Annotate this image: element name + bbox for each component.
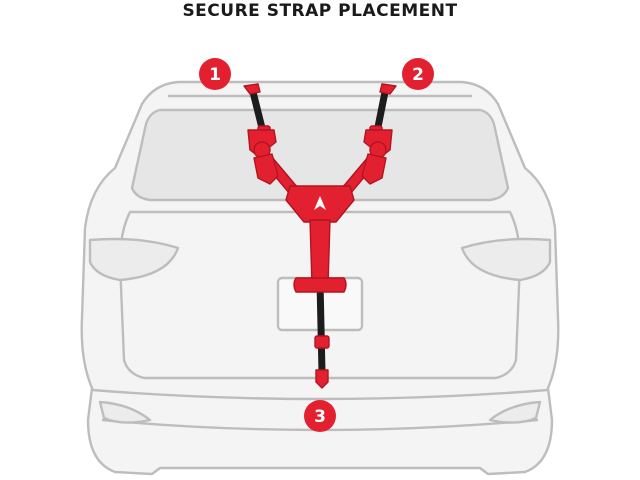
hook-bottom — [315, 369, 329, 389]
lower-strap — [316, 278, 326, 376]
brand-logo-mark — [314, 196, 326, 210]
diagram-title: SECURE STRAP PLACEMENT — [182, 1, 458, 21]
bike-rack — [243, 83, 397, 389]
marker-2-label: 2 — [412, 65, 424, 85]
marker-1-badge — [199, 58, 231, 90]
marker-3-badge — [304, 400, 336, 432]
rack-lower-crossbar — [293, 277, 347, 293]
hook-right — [379, 83, 397, 95]
hook-left — [243, 83, 261, 95]
marker-2-badge — [402, 58, 434, 90]
marker-1-label: 1 — [209, 65, 221, 85]
marker-3: 3 — [304, 400, 336, 432]
marker-2: 2 — [402, 58, 434, 90]
rack-center-bar — [309, 219, 331, 287]
marker-3-label: 3 — [314, 407, 326, 427]
marker-1: 1 — [199, 58, 231, 90]
